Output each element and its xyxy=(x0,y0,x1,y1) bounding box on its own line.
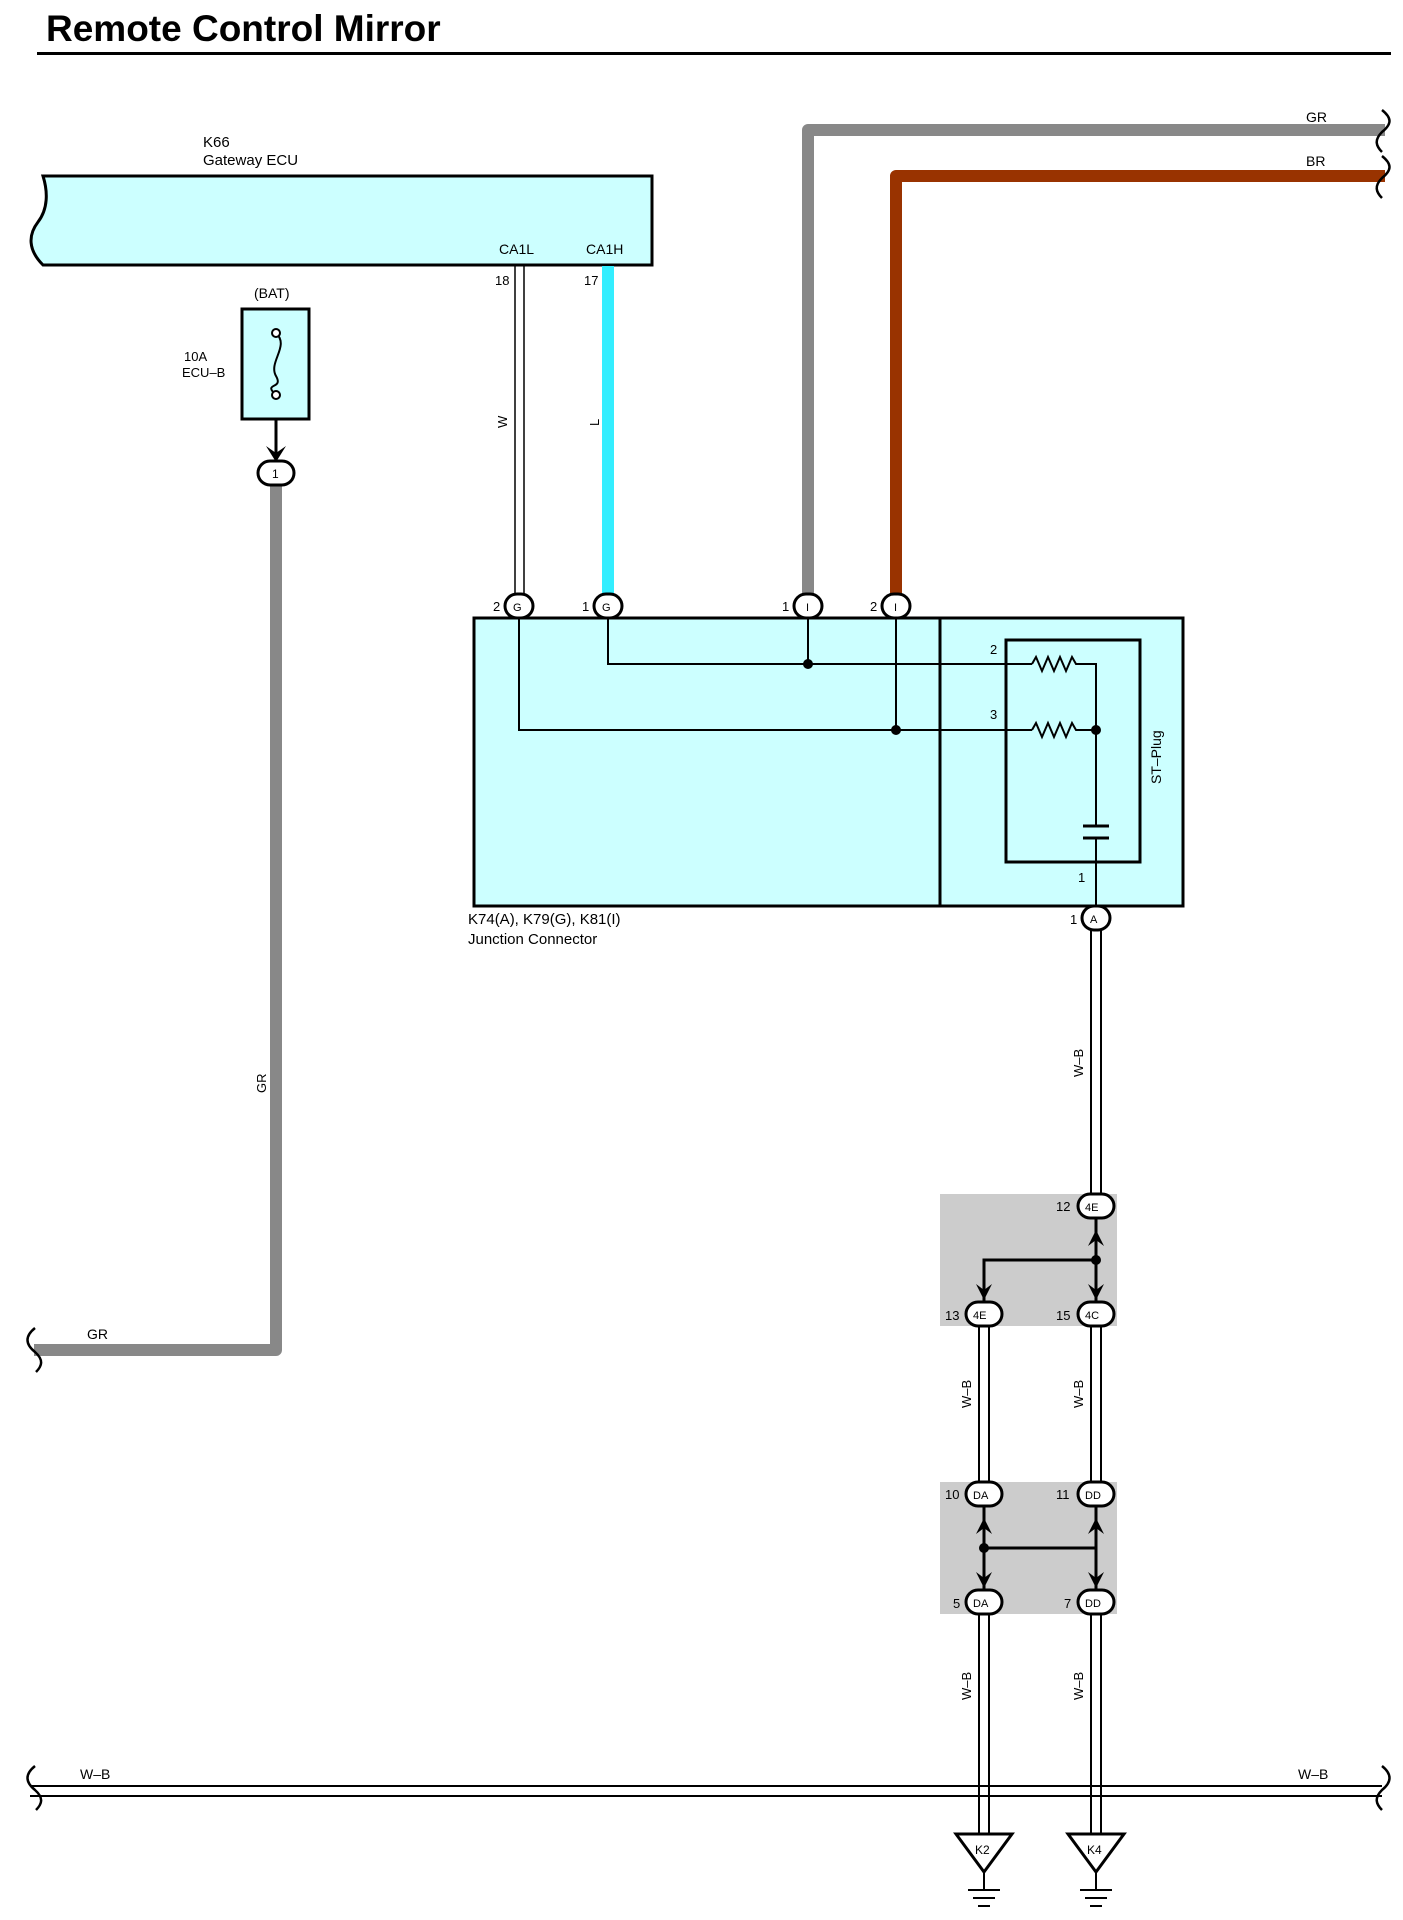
fuse-source: (BAT) xyxy=(254,285,290,301)
junction-name: Junction Connector xyxy=(468,931,597,948)
pin-18-label: 18 xyxy=(495,273,509,288)
wire-wb-bottom-right-label: W–B xyxy=(1071,1672,1086,1700)
label-4c: 4C xyxy=(1085,1310,1099,1322)
wire-wb-main xyxy=(1090,930,1102,1196)
pin-10: 10 xyxy=(945,1487,959,1502)
wire-gr-top xyxy=(802,124,1385,598)
wire-gr-left xyxy=(34,485,282,1356)
gateway-ecu-code: K66 xyxy=(203,134,230,151)
fuse-connector xyxy=(256,459,296,487)
st-plug-box xyxy=(1004,638,1142,864)
terminal-g-pin-2: 2 xyxy=(493,599,500,614)
connector-da-top xyxy=(964,1480,1004,1508)
terminal-i-a: I xyxy=(806,602,809,614)
terminal-g-a: G xyxy=(513,602,522,614)
terminal-a-letter: A xyxy=(1090,914,1098,926)
terminal-a-pin: 1 xyxy=(1070,912,1077,927)
wire-l-label: L xyxy=(587,419,602,426)
break-mark-gr-left xyxy=(26,1327,43,1373)
label-dd-bottom: DD xyxy=(1085,1598,1101,1610)
break-mark-gr xyxy=(1375,109,1391,153)
junction-top-terminals xyxy=(503,592,912,620)
wire-wb-bus xyxy=(30,1785,1382,1797)
label-da-top: DA xyxy=(973,1490,989,1502)
pin-17-label: 17 xyxy=(584,273,598,288)
connector-dd-top xyxy=(1076,1480,1116,1508)
fuse-icon xyxy=(270,332,282,396)
fuse-rating: 10A xyxy=(184,349,207,364)
label-da-bottom: DA xyxy=(973,1598,989,1610)
terminal-a xyxy=(1080,904,1112,932)
inner-pin-3: 3 xyxy=(990,707,997,722)
terminal-i-b: I xyxy=(894,602,897,614)
fuse-connector-pin: 1 xyxy=(272,467,279,481)
wire-gr-top-label: GR xyxy=(1306,109,1327,125)
break-mark-bus-right xyxy=(1375,1765,1391,1811)
pin-ca1h-label: CA1H xyxy=(586,241,623,257)
terminal-i-pin-1: 1 xyxy=(782,599,789,614)
wire-gr-left-vert-label: GR xyxy=(254,1074,269,1094)
pin-7: 7 xyxy=(1064,1596,1071,1611)
pin-12: 12 xyxy=(1056,1199,1070,1214)
pin-11: 11 xyxy=(1056,1487,1070,1502)
ground-k4-icon xyxy=(1065,1832,1127,1907)
wire-br-top xyxy=(890,170,1385,598)
st-plug-label: ST–Plug xyxy=(1148,730,1164,784)
junction-internal-wiring xyxy=(518,618,1097,906)
label-4e-top: 4E xyxy=(1085,1202,1098,1214)
wire-wb-bottom-left-label: W–B xyxy=(959,1672,974,1700)
wire-wb-bottom xyxy=(978,1614,1102,1834)
gateway-ecu-panel xyxy=(29,174,654,267)
fuse-arrow-icon xyxy=(266,446,286,462)
pin-13: 13 xyxy=(945,1308,959,1323)
pin-5: 5 xyxy=(953,1596,960,1611)
ground-k2-label: K2 xyxy=(975,1843,990,1857)
page-title: Remote Control Mirror xyxy=(46,8,441,49)
terminal-g-pin-1: 1 xyxy=(582,599,589,614)
wire-wb-middle-left-label: W–B xyxy=(959,1380,974,1408)
pin-ca1l-label: CA1L xyxy=(499,241,534,257)
wire-br-top-label: BR xyxy=(1306,153,1325,169)
connector-4e-top xyxy=(1076,1192,1116,1220)
label-4e-left: 4E xyxy=(973,1310,986,1322)
wire-wb-middle xyxy=(978,1326,1102,1484)
inner-pin-2: 2 xyxy=(990,642,997,657)
break-mark-bus-left xyxy=(26,1765,43,1811)
inner-pin-1: 1 xyxy=(1078,870,1085,885)
wire-wb-bus-right-label: W–B xyxy=(1298,1766,1328,1782)
terminal-i-pin-2: 2 xyxy=(870,599,877,614)
terminal-g-b: G xyxy=(602,602,611,614)
break-mark-br xyxy=(1375,155,1391,199)
junction-codes: K74(A), K79(G), K81(I) xyxy=(468,911,621,928)
title-rule xyxy=(37,52,1391,55)
gateway-ecu-name: Gateway ECU xyxy=(203,152,298,169)
ground-k4-label: K4 xyxy=(1087,1843,1102,1857)
label-dd-top: DD xyxy=(1085,1490,1101,1502)
wire-w-label: W xyxy=(495,415,510,428)
connector-dd-bottom xyxy=(1076,1588,1116,1616)
wire-wb-bus-left-label: W–B xyxy=(80,1766,110,1782)
wire-w xyxy=(514,266,525,598)
ground-k2-icon xyxy=(953,1832,1015,1907)
fuse-name: ECU–B xyxy=(182,365,225,380)
pin-15: 15 xyxy=(1056,1308,1070,1323)
connector-4e-left xyxy=(964,1300,1004,1328)
connector-4c xyxy=(1076,1300,1116,1328)
wire-wb-middle-right-label: W–B xyxy=(1071,1380,1086,1408)
wire-gr-left-horiz-label: GR xyxy=(87,1326,108,1342)
connector-da-bottom xyxy=(964,1588,1004,1616)
wire-wb-main-label: W–B xyxy=(1071,1049,1086,1077)
